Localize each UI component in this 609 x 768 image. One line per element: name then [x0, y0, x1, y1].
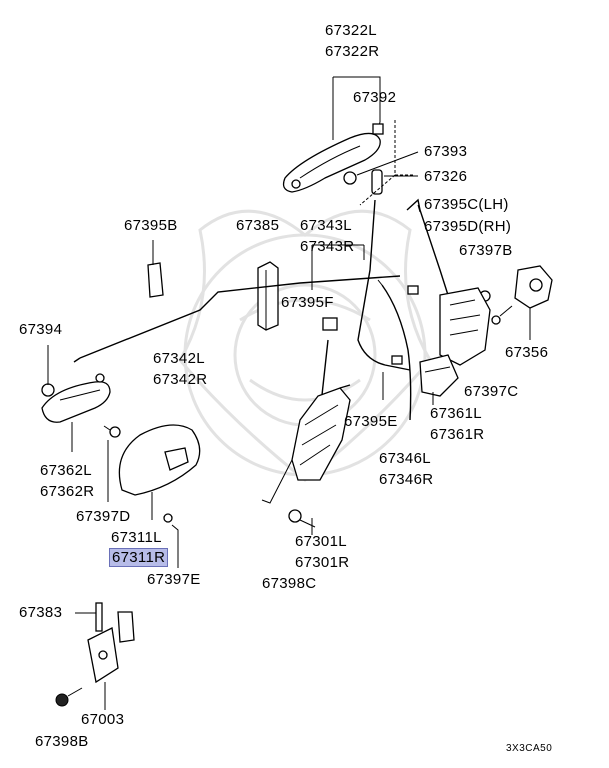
- label-67397b: 67397B: [459, 242, 513, 259]
- clip-67395f: [322, 317, 338, 331]
- label-67395b: 67395B: [124, 217, 178, 234]
- label-67326: 67326: [424, 168, 468, 185]
- label-67361r: 67361R: [430, 426, 485, 443]
- label-67322l: 67322L: [325, 22, 377, 39]
- clip-small-b: [391, 355, 403, 365]
- label-67395e: 67395E: [344, 413, 398, 430]
- label-67392: 67392: [353, 89, 397, 106]
- label-67003: 67003: [81, 711, 125, 728]
- pin-67383: [95, 602, 103, 632]
- label-67395f: 67395F: [281, 294, 334, 311]
- label-67397d: 67397D: [76, 508, 131, 525]
- label-67343l: 67343L: [300, 217, 352, 234]
- label-67361l: 67361L: [430, 405, 482, 422]
- label-67398b: 67398B: [35, 733, 89, 750]
- lock-actuator-67301: [261, 339, 351, 504]
- screw-67397e: [163, 513, 179, 568]
- bolt-67398c: [288, 509, 316, 528]
- label-67362r: 67362R: [40, 483, 95, 500]
- label-67301l: 67301L: [295, 533, 347, 550]
- label-67342r: 67342R: [153, 371, 208, 388]
- label-67346l: 67346L: [379, 450, 431, 467]
- label-67383: 67383: [19, 604, 63, 621]
- screw-67397c: [491, 305, 513, 325]
- grommet-67394: [41, 383, 55, 397]
- key-cylinder-67326: [371, 169, 383, 195]
- label-67311l: 67311L: [111, 529, 162, 546]
- label-67346r: 67346R: [379, 471, 434, 488]
- screw-67397d: [103, 425, 121, 438]
- label-67322r: 67322R: [325, 43, 380, 60]
- grommet-67393: [343, 171, 357, 185]
- label-67397e: 67397E: [147, 571, 201, 588]
- label-67301r: 67301R: [295, 554, 350, 571]
- label-67356: 67356: [505, 344, 549, 361]
- bracket-67356: [514, 265, 553, 340]
- inside-handle-67362: [41, 373, 111, 423]
- label-67397c: 67397C: [464, 383, 519, 400]
- label-67385: 67385: [236, 217, 280, 234]
- escutcheon-67311: [118, 424, 201, 496]
- diagram-code: 3X3CA50: [506, 743, 553, 754]
- label-67395d: 67395D(RH): [424, 218, 512, 235]
- clip-67395b: [147, 240, 164, 298]
- label-67394: 67394: [19, 321, 63, 338]
- bolt-67398b: [55, 687, 83, 707]
- label-67343r: 67343R: [300, 238, 355, 255]
- label-67395c: 67395C(LH): [424, 196, 509, 213]
- nut-67392: [372, 123, 384, 135]
- striker-67003: [87, 611, 135, 684]
- label-67398c: 67398C: [262, 575, 317, 592]
- channel-67385: [257, 261, 279, 331]
- outside-handle: [282, 132, 381, 193]
- latch-assembly-67361: [419, 287, 491, 397]
- label-67362l: 67362L: [40, 462, 92, 479]
- label-67342l: 67342L: [153, 350, 205, 367]
- label-67311r-highlighted[interactable]: 67311R: [109, 548, 169, 567]
- label-67393: 67393: [424, 143, 468, 160]
- clip-small-a: [407, 285, 419, 295]
